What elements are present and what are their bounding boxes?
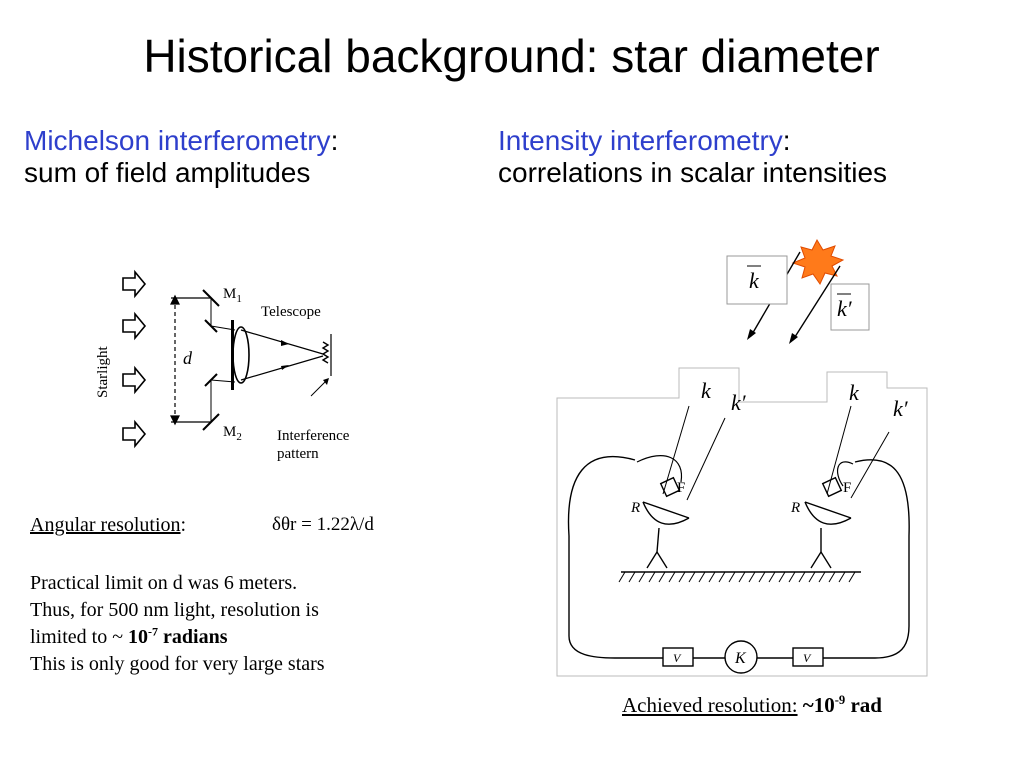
intensity-heading: Intensity interferometry: correlations i… xyxy=(498,125,887,189)
practical-line-1: Practical limit on d was 6 meters. xyxy=(30,572,298,594)
starlight-arrow-icon xyxy=(122,269,147,299)
starlight-arrow-icon xyxy=(122,311,147,341)
starlight-label: Starlight xyxy=(95,346,111,398)
michelson-diagram: Starlight d M1 M2 Telescope Interference… xyxy=(95,269,350,462)
k-prime-label-left: k′ xyxy=(731,390,747,415)
intensity-heading-colon: : xyxy=(782,125,791,156)
michelson-heading-colon: : xyxy=(330,125,339,156)
achieved-resolution: Achieved resolution: ~10-9 rad xyxy=(622,693,882,717)
angular-resolution-label: Angular resolution xyxy=(30,514,181,536)
resolution-formula: δθr = 1.22λ/d xyxy=(272,514,374,535)
practical-limit-text: Practical limit on d was 6 meters. Thus,… xyxy=(30,570,325,678)
michelson-heading-subtitle: sum of field amplitudes xyxy=(24,157,311,188)
achieved-resolution-label: Achieved resolution: xyxy=(622,693,798,717)
k-label-right: k xyxy=(849,380,860,405)
practical-line-4: This is only good for very large stars xyxy=(30,653,325,675)
r-label-right: R xyxy=(790,500,800,516)
angular-resolution-colon: : xyxy=(180,514,187,536)
starlight-arrow-icon xyxy=(122,365,147,395)
k-label: k xyxy=(749,268,760,293)
k-prime-label: k′ xyxy=(837,296,853,321)
michelson-heading: Michelson interferometry: sum of field a… xyxy=(24,125,338,189)
intensity-diagram: k k′ k k′ k k′ R F R F xyxy=(556,238,928,677)
pattern-label: pattern xyxy=(277,446,319,462)
star-icon xyxy=(791,238,845,286)
m2-label: M2 xyxy=(223,424,242,443)
intensity-heading-subtitle: correlations in scalar intensities xyxy=(498,157,888,188)
f-label-left: F xyxy=(677,480,685,496)
starlight-arrow-icon xyxy=(122,419,147,449)
interference-label: Interference xyxy=(277,428,350,444)
michelson-heading-link: Michelson interferometry xyxy=(24,125,331,156)
angular-resolution: Angular resolution: xyxy=(30,512,186,538)
ground-hatching xyxy=(618,571,856,583)
telescope-label: Telescope xyxy=(261,304,321,320)
intensity-heading-link: Intensity interferometry xyxy=(498,125,783,156)
f-label-right: F xyxy=(843,480,851,496)
d-label: d xyxy=(183,348,193,368)
v-label-left: V xyxy=(673,651,682,665)
practical-line-2: Thus, for 500 nm light, resolution is xyxy=(30,599,319,621)
k-prime-label-right: k′ xyxy=(893,396,909,421)
m1-label: M1 xyxy=(223,286,242,305)
slide-title: Historical background: star diameter xyxy=(143,30,880,82)
v-label-right: V xyxy=(803,651,812,665)
k-correlator-label: K xyxy=(734,650,747,667)
r-label-left: R xyxy=(630,500,640,516)
k-label-left: k xyxy=(701,378,712,403)
practical-line-3: limited to ~ 10-7 radians xyxy=(30,624,228,648)
